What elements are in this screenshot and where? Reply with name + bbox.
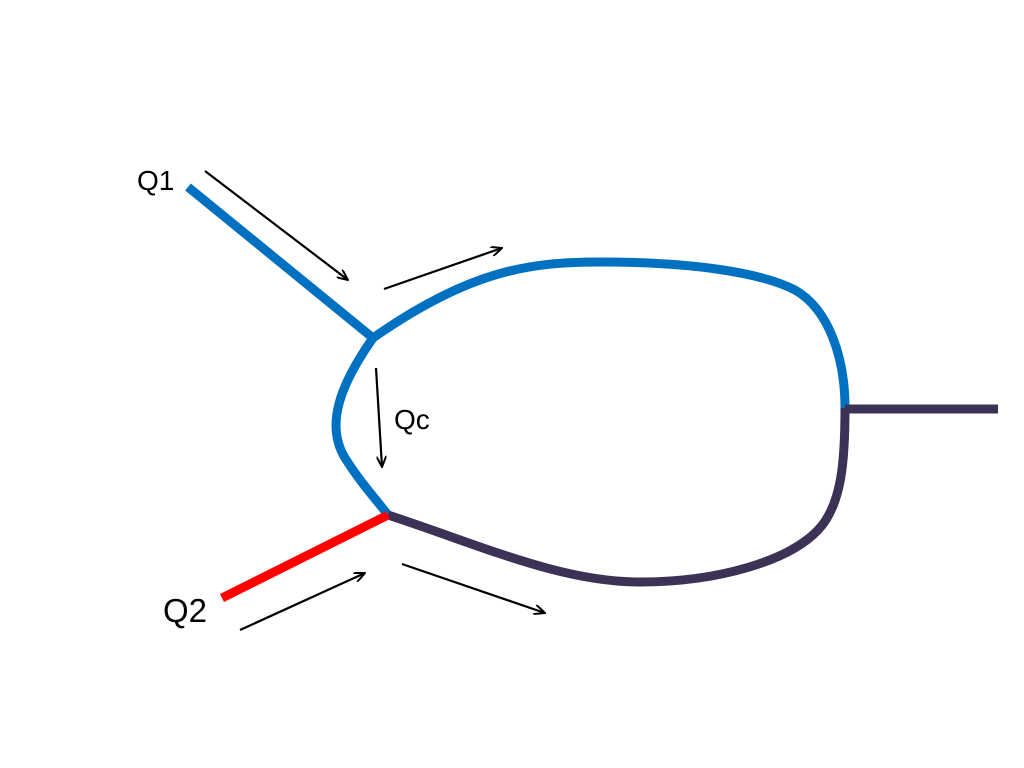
connector-pipe-qc	[331, 335, 392, 518]
flow-arrow-lower	[401, 562, 545, 613]
flow-arrow-q1	[204, 170, 348, 280]
label-q1: Q1	[137, 165, 174, 196]
upper-loop-pipe	[370, 257, 850, 409]
lower-loop-pipe	[386, 407, 850, 587]
inlet-pipe-q2	[219, 510, 391, 603]
inlet-pipe-q1	[185, 183, 376, 342]
label-qc: Qc	[394, 404, 430, 435]
flow-arrow-q2	[239, 573, 365, 632]
flow-arrow-qc	[374, 367, 382, 467]
flow-arrow-upper	[383, 248, 502, 291]
label-q2: Q2	[163, 592, 207, 629]
